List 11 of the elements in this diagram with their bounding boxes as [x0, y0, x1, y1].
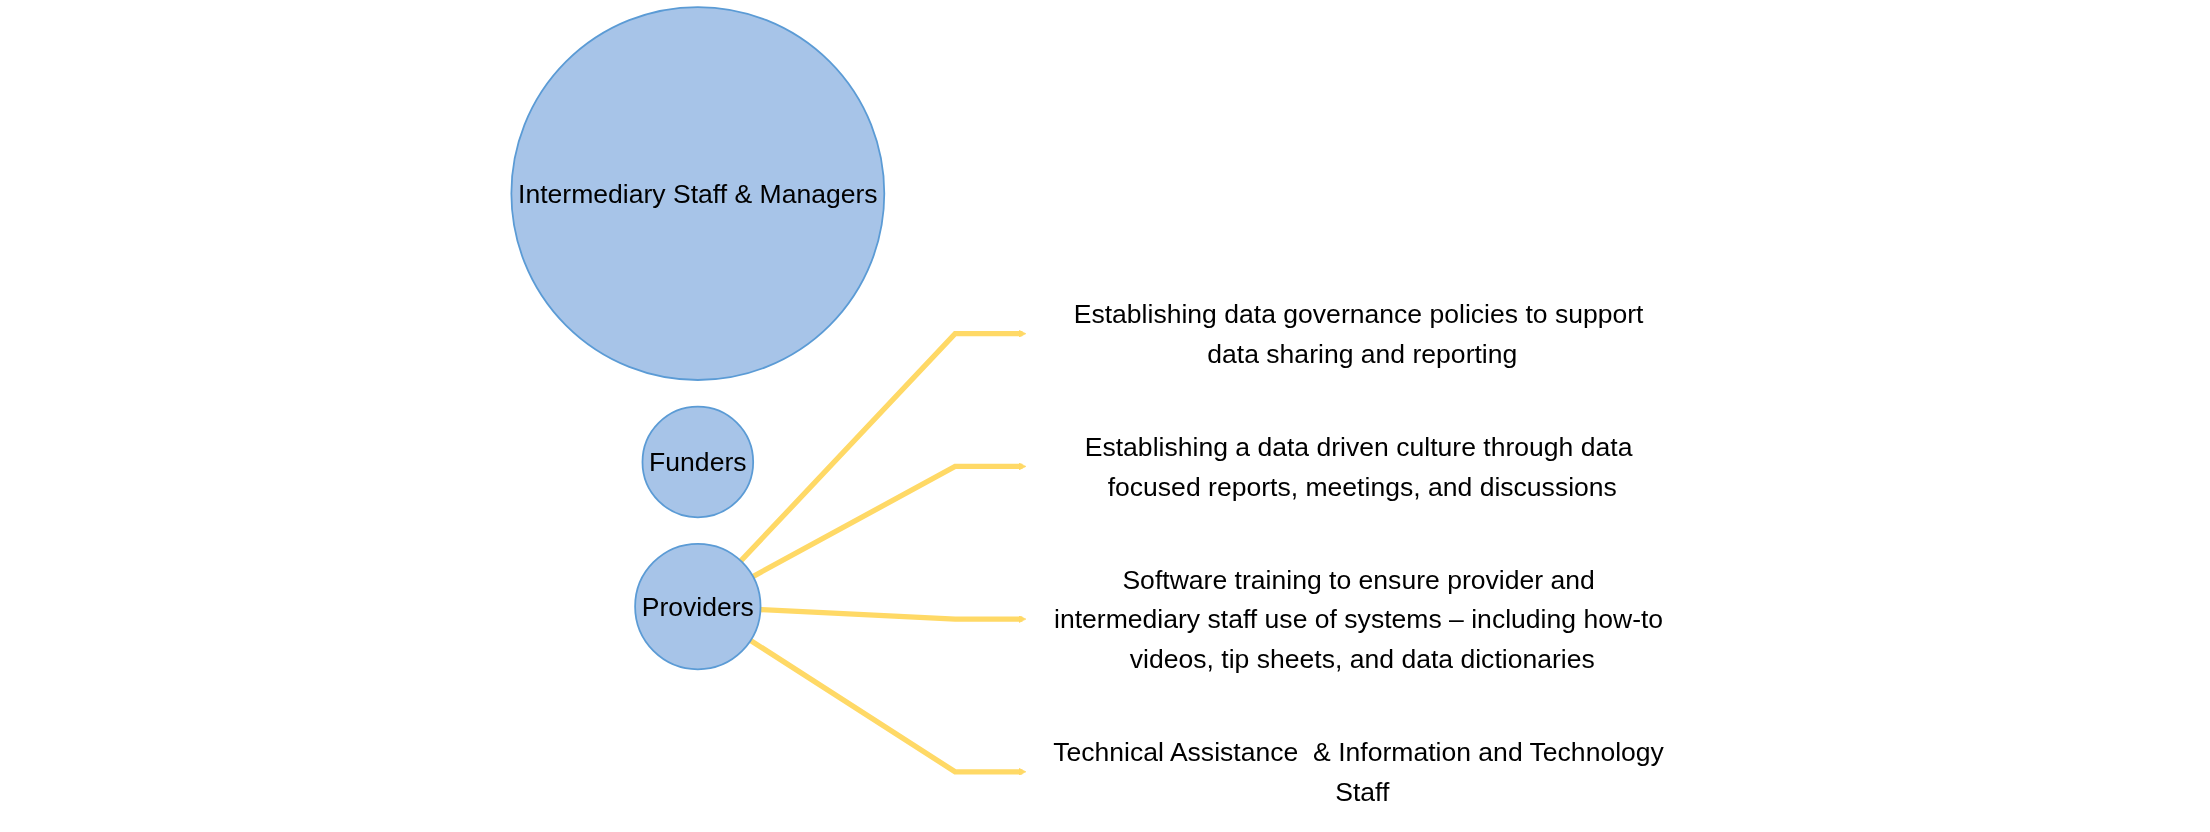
node-text: Establishing a data driven culture through data focused reports, meetings, and discussions: [1084, 431, 1633, 501]
node-text: Software training to ensure provider and intermediary staff use of systems – including how-to videos, tip sheets, and data dictionaries: [1054, 564, 1664, 674]
arrow: [738, 329, 1027, 563]
node-circle: Funders: [641, 405, 755, 519]
arrow: [751, 462, 1027, 579]
arrow: [760, 606, 1027, 623]
node-circle: Providers: [634, 542, 762, 671]
node-text: Technical Assistance & Information and Technology Staff: [1053, 737, 1664, 807]
node-circle: Intermediary Staff & Managers: [510, 6, 886, 381]
arrow: [749, 638, 1027, 776]
node-text: Establishing data governance policies to support data sharing and reporting: [1073, 299, 1644, 369]
